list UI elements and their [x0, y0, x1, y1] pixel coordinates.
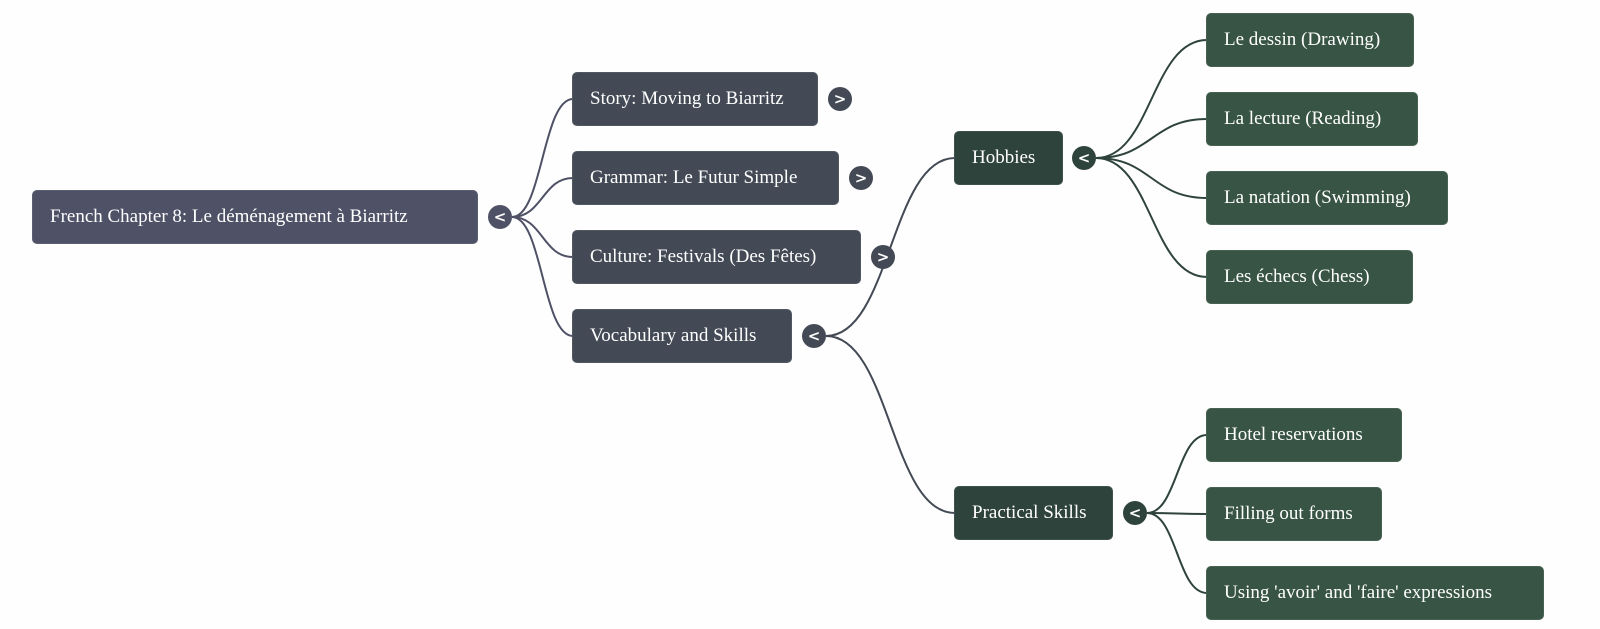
branch-node-label: Grammar: Le Futur Simple	[590, 167, 798, 188]
expand-toggle-grammar[interactable]: >	[849, 166, 873, 190]
connector-practical-leaf	[1146, 434, 1208, 514]
branch-node-label: Story: Moving to Biarritz	[590, 88, 784, 109]
leaf-node-label: Hotel reservations	[1224, 424, 1363, 445]
connector-root-branch	[511, 98, 574, 218]
branch-node-story[interactable]: Story: Moving to Biarritz	[572, 72, 818, 126]
connector-practical-leaf	[1146, 512, 1208, 594]
branch-node-label: Vocabulary and Skills	[590, 325, 757, 346]
connector-vocab-practical	[825, 335, 956, 514]
subbranch-node-label: Hobbies	[972, 147, 1036, 168]
expand-toggle-story[interactable]: >	[828, 87, 852, 111]
leaf-node-label: Les échecs (Chess)	[1224, 266, 1370, 287]
connector-hobbies-leaf	[1095, 39, 1208, 159]
root-node[interactable]: French Chapter 8: Le déménagement à Biar…	[32, 190, 478, 244]
subbranch-node-hobbies[interactable]: Hobbies	[954, 131, 1063, 185]
branch-node-label: Culture: Festivals (Des Fêtes)	[590, 246, 817, 267]
leaf-node-label: La lecture (Reading)	[1224, 108, 1382, 129]
subbranch-node-practical-skills[interactable]: Practical Skills	[954, 486, 1113, 540]
connector-root-branch	[511, 177, 574, 218]
connector-hobbies-leaf	[1095, 118, 1208, 159]
leaf-node[interactable]: La lecture (Reading)	[1206, 92, 1418, 146]
expand-toggle-culture[interactable]: >	[871, 245, 895, 269]
leaf-node[interactable]: Hotel reservations	[1206, 408, 1402, 462]
connector-hobbies-leaf	[1095, 157, 1208, 278]
connector-root-branch	[511, 216, 574, 337]
subbranch-node-label: Practical Skills	[972, 502, 1087, 523]
connector-root-branch	[511, 216, 574, 258]
leaf-node-label: La natation (Swimming)	[1224, 187, 1411, 208]
leaf-node-label: Le dessin (Drawing)	[1224, 29, 1381, 50]
leaf-node[interactable]: Using 'avoir' and 'faire' expressions	[1206, 566, 1544, 620]
branch-node-grammar[interactable]: Grammar: Le Futur Simple	[572, 151, 839, 205]
root-node-label: French Chapter 8: Le déménagement à Biar…	[50, 206, 408, 227]
leaf-node[interactable]: Le dessin (Drawing)	[1206, 13, 1414, 67]
leaf-node[interactable]: Filling out forms	[1206, 487, 1382, 541]
leaf-node-label: Using 'avoir' and 'faire' expressions	[1224, 582, 1493, 603]
leaf-node-label: Filling out forms	[1224, 503, 1353, 524]
branch-node-culture[interactable]: Culture: Festivals (Des Fêtes)	[572, 230, 861, 284]
collapse-toggle-vocabulary[interactable]: <	[802, 324, 826, 348]
collapse-toggle-practical-skills[interactable]: <	[1123, 501, 1147, 525]
collapse-toggle-hobbies[interactable]: <	[1072, 146, 1096, 170]
connector-practical-leaf	[1146, 512, 1208, 515]
branch-node-vocabulary[interactable]: Vocabulary and Skills	[572, 309, 792, 363]
connector-hobbies-leaf	[1095, 157, 1208, 199]
leaf-node[interactable]: Les échecs (Chess)	[1206, 250, 1413, 304]
collapse-toggle-root[interactable]: <	[488, 205, 512, 229]
leaf-node[interactable]: La natation (Swimming)	[1206, 171, 1448, 225]
